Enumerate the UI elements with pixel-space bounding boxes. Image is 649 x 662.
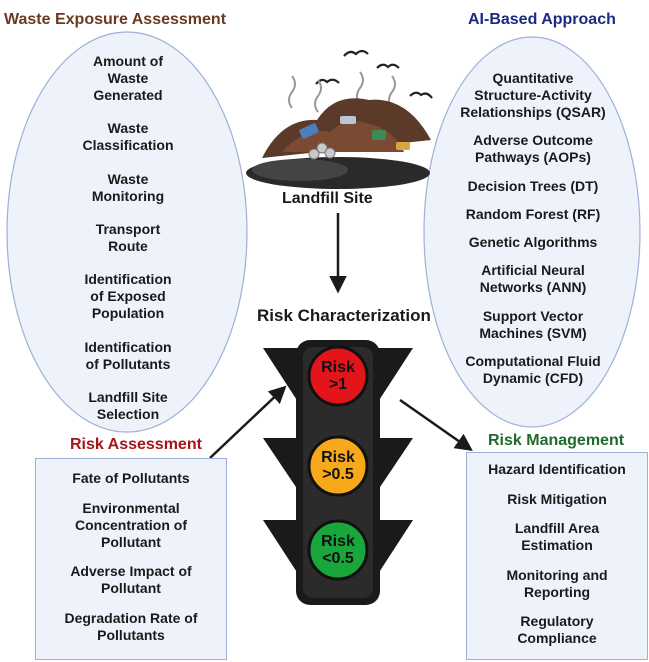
- landfill-illustration: [246, 49, 433, 189]
- list-item: Artificial Neural Networks (ANN): [479, 262, 587, 296]
- list-item: Random Forest (RF): [465, 205, 601, 222]
- risk-management-box: [466, 452, 648, 660]
- list-item: Genetic Algorithms: [468, 234, 598, 251]
- list-item: Degradation Rate of Pollutants: [64, 609, 198, 643]
- risk-assessment-list: Fate of Pollutants Environmental Concent…: [35, 470, 227, 644]
- ai-approach-ellipse: [423, 36, 641, 428]
- light-to-management-arrow: [399, 398, 473, 452]
- bird-icon: [343, 49, 369, 57]
- ai-approach-list: Quantitative Structure-Activity Relation…: [438, 70, 628, 387]
- risk-management-title: Risk Management: [488, 432, 625, 449]
- amber-light-label: Risk >0.5: [321, 449, 355, 483]
- list-item: Amount of Waste Generated: [93, 53, 163, 103]
- amber-light: [307, 435, 369, 497]
- green-light: [307, 519, 369, 581]
- list-item: Regulatory Compliance: [517, 613, 597, 646]
- bird-icon: [409, 91, 433, 99]
- bird-icon: [376, 63, 400, 69]
- list-item: Waste Monitoring: [91, 170, 165, 204]
- list-item: Adverse Outcome Pathways (AOPs): [473, 132, 593, 166]
- waste-exposure-ellipse: [6, 31, 248, 433]
- traffic-light: [263, 340, 413, 605]
- list-item: Decision Trees (DT): [467, 177, 599, 194]
- list-item: Monitoring and Reporting: [506, 566, 608, 600]
- green-light-label: Risk <0.5: [321, 533, 355, 567]
- ai-approach-title: AI-Based Approach: [468, 11, 616, 28]
- list-item: Transport Route: [95, 220, 161, 254]
- assessment-to-light-arrow: [209, 385, 287, 459]
- list-item: Environmental Concentration of Pollutant: [75, 499, 187, 550]
- list-item: Fate of Pollutants: [72, 470, 190, 486]
- list-item: Identification of Pollutants: [84, 338, 172, 372]
- waste-exposure-title: Waste Exposure Assessment: [4, 11, 227, 28]
- list-item: Landfill Site Selection: [88, 388, 168, 422]
- risk-management-list: Hazard Identification Risk Mitigation La…: [466, 461, 648, 647]
- list-item: Waste Classification: [82, 120, 174, 154]
- waste-exposure-list: Amount of Waste Generated Waste Classifi…: [36, 53, 220, 423]
- red-light-label: Risk >1: [321, 359, 355, 393]
- list-item: Identification of Exposed Population: [84, 271, 172, 322]
- risk-assessment-title: Risk Assessment: [70, 436, 202, 453]
- list-item: Hazard Identification: [488, 461, 626, 477]
- red-light: [307, 345, 369, 407]
- list-item: Risk Mitigation: [507, 490, 607, 507]
- list-item: Support Vector Machines (SVM): [479, 307, 587, 341]
- list-item: Quantitative Structure-Activity Relation…: [460, 70, 606, 120]
- list-item: Landfill Area Estimation: [514, 520, 600, 553]
- risk-assessment-box: [35, 458, 227, 660]
- landfill-label: Landfill Site: [282, 190, 373, 207]
- list-item: Adverse Impact of Pollutant: [70, 563, 192, 597]
- list-item: Computational Fluid Dynamic (CFD): [465, 352, 601, 386]
- risk-characterization-label: Risk Characterization: [257, 306, 431, 325]
